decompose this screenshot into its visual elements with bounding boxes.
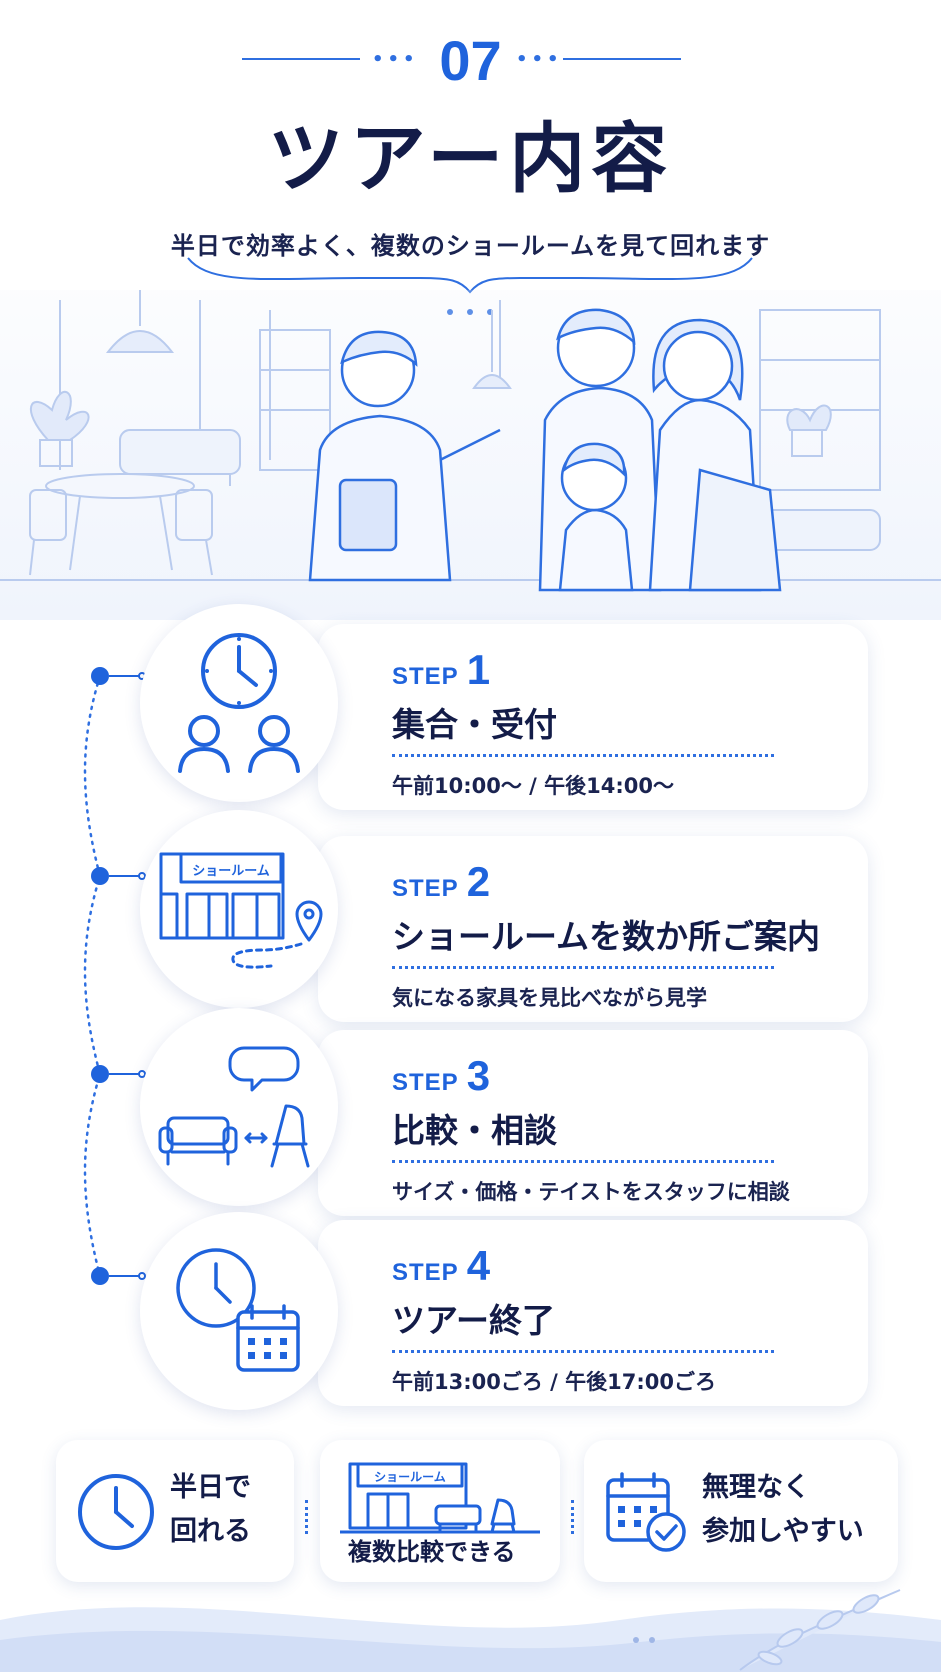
staff-figure bbox=[308, 330, 501, 582]
step-1-title: 集合・受付 bbox=[392, 705, 557, 744]
page-subtitle: 半日で効率よく、複数のショールームを見て回れます bbox=[170, 232, 771, 260]
header: ••• 07 ••• ツアー内容 半日で効率よく、複数のショールームを見て回れま… bbox=[0, 20, 941, 261]
step-4-detail: 午前13:00ごろ / 午後17:00ごろ bbox=[392, 1370, 716, 1394]
building-sign-text: ショールーム bbox=[192, 864, 270, 879]
step-2-detail: 気になる家具を見比べながら見学 bbox=[392, 986, 707, 1010]
step-4-icon-circle bbox=[140, 1212, 338, 1410]
step-2-title: ショールームを数か所ご案内 bbox=[392, 917, 821, 956]
step-1-detail: 午前10:00～ / 午後14:00～ bbox=[392, 774, 674, 798]
divider-dots-right: ••• bbox=[516, 49, 563, 70]
child-figure bbox=[558, 442, 634, 592]
step-3-detail: サイズ・価格・テイストをスタッフに相談 bbox=[392, 1180, 790, 1204]
feature-easy-join: 無理なく 参加しやすい bbox=[584, 1440, 898, 1582]
step-1-divider bbox=[392, 754, 774, 757]
bottom-wave-decoration bbox=[0, 1589, 941, 1672]
calendar-check-icon bbox=[606, 1472, 686, 1552]
section-number: 07 bbox=[439, 29, 502, 92]
step-1-icon-circle bbox=[140, 604, 338, 802]
feature-sign-text: ショールーム bbox=[374, 1470, 446, 1484]
showroom-furniture-icon: ショールーム bbox=[340, 1462, 540, 1534]
clock-calendar-icon bbox=[176, 1248, 300, 1372]
showroom-building-icon: ショールーム bbox=[159, 852, 323, 969]
page-title: ツアー内容 bbox=[267, 114, 674, 203]
step-3-title: 比較・相談 bbox=[392, 1111, 557, 1150]
sofa-chair-compare-icon bbox=[158, 1046, 310, 1168]
feature-separator-2 bbox=[571, 1500, 575, 1534]
step-2-divider bbox=[392, 966, 774, 969]
step-3-divider bbox=[392, 1160, 774, 1163]
section-number-row: ••• 07 ••• bbox=[0, 20, 941, 92]
mother-figure bbox=[648, 318, 782, 592]
feature-half-day: 半日で 回れる bbox=[56, 1440, 294, 1582]
divider-dots-left: ••• bbox=[372, 49, 419, 70]
step-4-title: ツアー終了 bbox=[392, 1301, 556, 1340]
step-4-divider bbox=[392, 1350, 774, 1353]
divider-line-left bbox=[242, 58, 360, 60]
step-2-icon-circle: ショールーム bbox=[140, 810, 338, 1008]
feature-easy-join-text: 無理なく 参加しやすい bbox=[702, 1472, 864, 1547]
feature-half-day-text: 半日で 回れる bbox=[170, 1472, 251, 1547]
clock-people-icon bbox=[178, 633, 300, 773]
showroom-scene-illustration bbox=[0, 290, 941, 620]
divider-line-right bbox=[563, 58, 681, 60]
step-3-icon-circle bbox=[140, 1008, 338, 1206]
clock-icon bbox=[78, 1474, 154, 1550]
feature-compare: ショールーム 複数比較できる bbox=[320, 1440, 560, 1582]
feature-separator-1 bbox=[305, 1500, 309, 1534]
feature-compare-text: 複数比較できる bbox=[348, 1538, 516, 1566]
